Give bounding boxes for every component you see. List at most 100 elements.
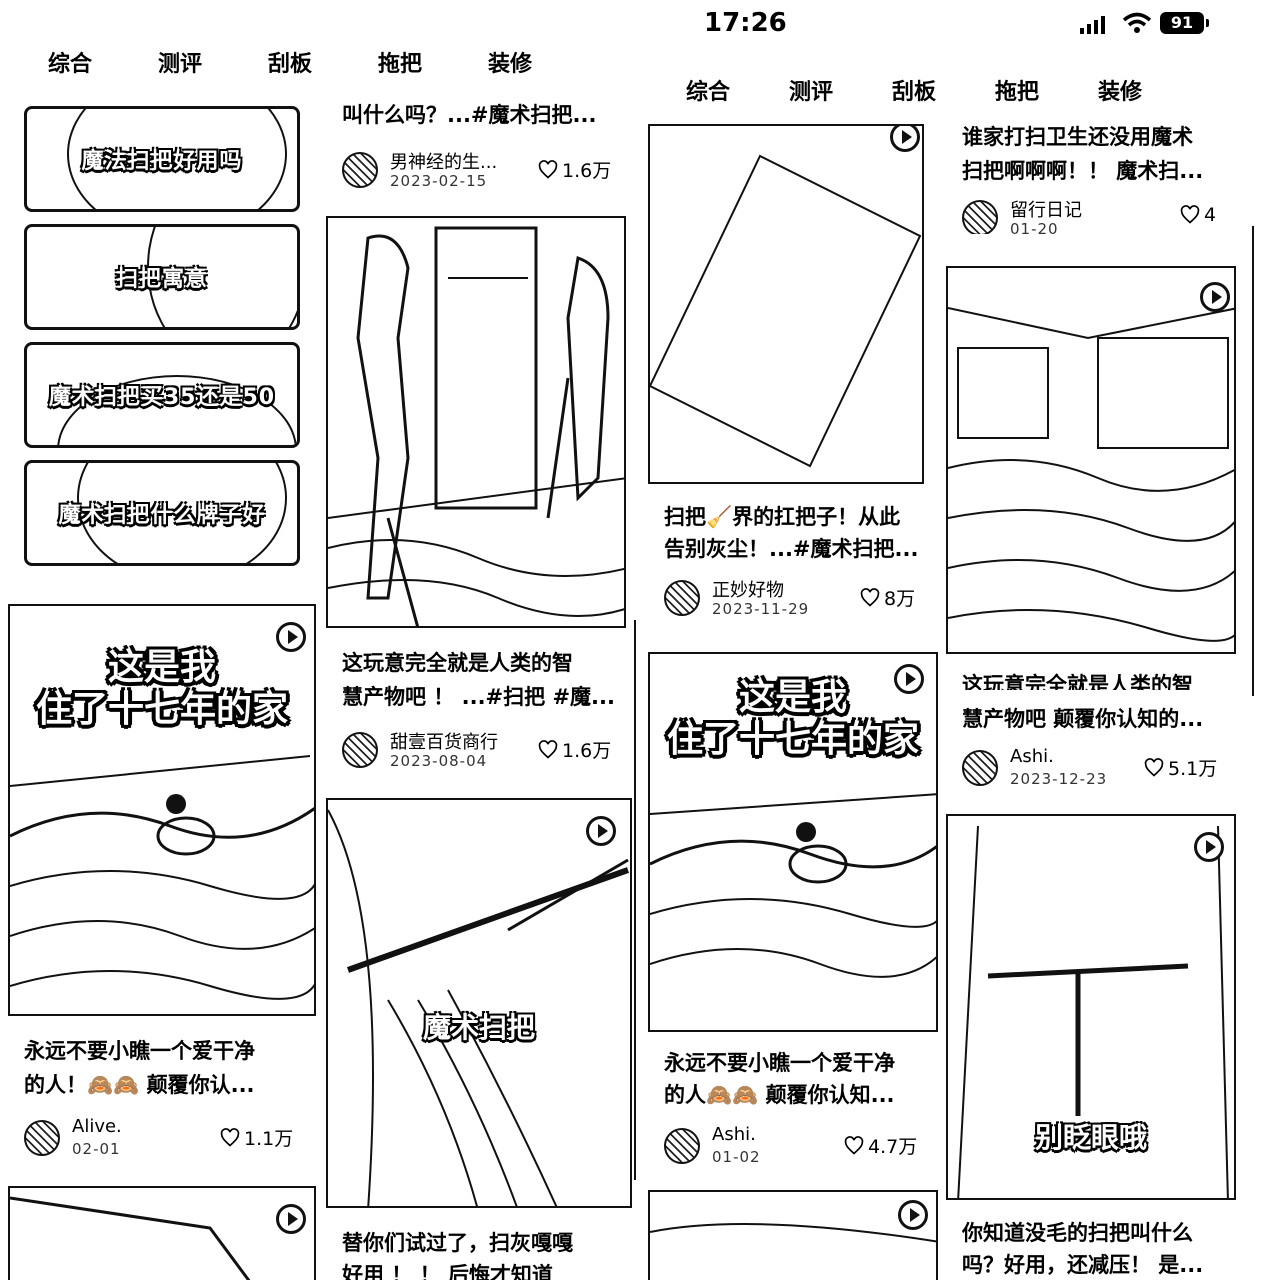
card-title-line2[interactable]: 的人🙈🙈 颠覆你认知... bbox=[664, 1083, 895, 1107]
card-title-line1[interactable]: 永远不要小瞧一个爱干净 bbox=[664, 1051, 895, 1075]
like-count[interactable]: 1.1万 bbox=[220, 1124, 293, 1151]
tab-review-left[interactable]: 测评 bbox=[158, 52, 203, 77]
post-date: 2023-11-29 bbox=[712, 600, 810, 618]
play-icon bbox=[894, 664, 924, 694]
like-count-value: 8万 bbox=[884, 588, 916, 610]
tab-all-right[interactable]: 综合 bbox=[686, 80, 731, 105]
card-title-line1[interactable]: 这玩意完全就是人类的智 bbox=[962, 673, 1193, 690]
author-name[interactable]: 留行日记 bbox=[1010, 200, 1082, 221]
thumb-decor bbox=[147, 227, 297, 327]
card-title-line2[interactable]: 告别灰尘！...#魔术扫把... bbox=[664, 537, 919, 561]
author-name[interactable]: 男神经的生... bbox=[390, 152, 498, 173]
card-title-line2[interactable]: 慧产物吧 颠覆你认知的... bbox=[962, 707, 1204, 731]
card-title-line2[interactable]: 慧产物吧 ！ ...#扫把 #魔... bbox=[342, 685, 615, 709]
post-date: 2023-12-23 bbox=[1010, 770, 1108, 788]
card-title-line2[interactable]: 好用 ！ ！ 后悔才知道 bbox=[342, 1263, 553, 1280]
search-thumb-1[interactable]: 魔法扫把好用吗 bbox=[24, 106, 300, 212]
author-name[interactable]: Ashi. bbox=[712, 1124, 756, 1145]
avatar[interactable] bbox=[664, 580, 700, 616]
cover-image-house-2[interactable]: 这是我 住了十七年的家 bbox=[648, 652, 938, 1032]
avatar[interactable] bbox=[664, 1128, 700, 1164]
glass-sketch bbox=[650, 154, 922, 468]
partial-sketch bbox=[10, 1196, 251, 1280]
cover-image-empty-room[interactable] bbox=[946, 266, 1236, 654]
card-title-line1[interactable]: 替你们试过了，扫灰嘎嘎 bbox=[342, 1231, 573, 1255]
like-count[interactable]: 1.6万 bbox=[538, 736, 611, 763]
avatar[interactable] bbox=[962, 200, 998, 234]
video-overlay-text: 别眨眼哦 bbox=[1034, 1121, 1147, 1154]
like-count[interactable]: 4.7万 bbox=[844, 1132, 917, 1159]
cover-image-house[interactable]: 这是我 住了十七年的家 bbox=[8, 604, 316, 1016]
author-name[interactable]: 甜壹百货商行 bbox=[390, 732, 498, 753]
tab-mop-left[interactable]: 拖把 bbox=[378, 52, 423, 77]
like-count[interactable]: 1.6万 bbox=[538, 156, 611, 183]
avatar[interactable] bbox=[962, 750, 998, 786]
search-thumb-3[interactable]: 魔术扫把买35还是50 bbox=[24, 342, 300, 448]
like-count-value: 1.6万 bbox=[562, 160, 612, 182]
house-sketch bbox=[10, 755, 314, 1000]
tab-review-right[interactable]: 测评 bbox=[789, 80, 834, 105]
post-date: 02-01 bbox=[72, 1140, 121, 1158]
battery-tip bbox=[1206, 19, 1209, 27]
like-count[interactable]: 4 bbox=[1180, 204, 1216, 226]
like-count-value: 5.1万 bbox=[1168, 758, 1218, 780]
video-overlay-line2: 住了十七年的家 bbox=[666, 719, 919, 760]
card-meta: Ashi. 2023-12-23 5.1万 bbox=[962, 746, 1222, 788]
play-icon bbox=[276, 1204, 306, 1234]
tab-all-left[interactable]: 综合 bbox=[48, 52, 93, 77]
heart-icon bbox=[1144, 757, 1164, 777]
card-title[interactable]: 叫什么吗？...#魔术扫把... bbox=[342, 103, 597, 127]
play-icon bbox=[1200, 282, 1230, 312]
author-name[interactable]: 正妙好物 bbox=[712, 580, 784, 601]
author-name[interactable]: Ashi. bbox=[1010, 746, 1054, 767]
status-time: 17:26 bbox=[704, 8, 787, 38]
post-date: 2023-02-15 bbox=[390, 172, 488, 190]
panel-divider bbox=[1252, 226, 1254, 696]
like-count[interactable]: 5.1万 bbox=[1144, 754, 1217, 781]
heart-icon bbox=[538, 159, 558, 179]
search-thumb-2[interactable]: 扫把寓意 bbox=[24, 224, 300, 330]
tab-decor-right[interactable]: 装修 bbox=[1098, 80, 1143, 105]
wifi-icon bbox=[1122, 12, 1152, 33]
card-meta: 甜壹百货商行 2023-08-04 1.6万 bbox=[342, 730, 622, 770]
cover-image-glass[interactable] bbox=[648, 124, 924, 484]
cover-image-partial-2[interactable] bbox=[648, 1190, 938, 1280]
avatar[interactable] bbox=[24, 1120, 60, 1156]
card-title-line1[interactable]: 扫把🧹界的扛把子！从此 bbox=[664, 505, 901, 529]
like-count-value: 4.7万 bbox=[868, 1136, 918, 1158]
squeegee-sketch bbox=[957, 825, 1229, 1198]
tab-scraper-left[interactable]: 刮板 bbox=[268, 52, 313, 77]
card-title-line2[interactable]: 的人！🙈🙈 颠覆你认... bbox=[24, 1073, 255, 1097]
tab-decor-left[interactable]: 装修 bbox=[488, 52, 533, 77]
card-meta: Ashi. 01-02 4.7万 bbox=[664, 1124, 934, 1166]
video-overlay-text: 魔术扫把 bbox=[422, 1011, 535, 1044]
like-count-value: 1.1万 bbox=[244, 1128, 294, 1150]
card-title-line1[interactable]: 这玩意完全就是人类的智 bbox=[342, 651, 573, 675]
tab-mop-right[interactable]: 拖把 bbox=[995, 80, 1040, 105]
partial-sketch bbox=[650, 1223, 936, 1243]
cover-image-broom[interactable]: 魔术扫把 bbox=[326, 798, 632, 1208]
play-icon bbox=[898, 1200, 928, 1230]
tab-scraper-right[interactable]: 刮板 bbox=[892, 80, 937, 105]
panel-divider bbox=[634, 620, 636, 1180]
signal-icon bbox=[1080, 14, 1105, 34]
card-title-line2[interactable]: 扫把啊啊啊！！ 魔术扫... bbox=[962, 159, 1204, 183]
thumb-label: 扫把寓意 bbox=[115, 267, 208, 292]
like-count[interactable]: 8万 bbox=[860, 584, 915, 611]
like-count-value: 4 bbox=[1204, 204, 1217, 226]
avatar[interactable] bbox=[342, 152, 378, 188]
cover-image-room[interactable] bbox=[326, 216, 626, 628]
avatar[interactable] bbox=[342, 732, 378, 768]
cover-image-partial[interactable] bbox=[8, 1186, 316, 1280]
card-title-line1[interactable]: 你知道没毛的扫把叫什么 bbox=[962, 1221, 1193, 1245]
card-meta: 留行日记 01-20 4 bbox=[962, 198, 1222, 234]
cover-image-squeegee[interactable]: 别眨眼哦 bbox=[946, 814, 1236, 1200]
card-title-line2[interactable]: 吗？好用，还减压！ 是... bbox=[962, 1253, 1204, 1277]
play-icon bbox=[890, 126, 920, 152]
card-meta: 男神经的生... 2023-02-15 1.6万 bbox=[342, 150, 622, 190]
author-name[interactable]: Alive. bbox=[72, 1116, 122, 1137]
card-title-line1[interactable]: 谁家打扫卫生还没用魔术 bbox=[962, 125, 1193, 149]
video-overlay-line1: 这是我 bbox=[107, 647, 216, 688]
card-title-line1[interactable]: 永远不要小瞧一个爱干净 bbox=[24, 1039, 255, 1063]
search-thumb-4[interactable]: 魔术扫把什么牌子好 bbox=[24, 460, 300, 566]
